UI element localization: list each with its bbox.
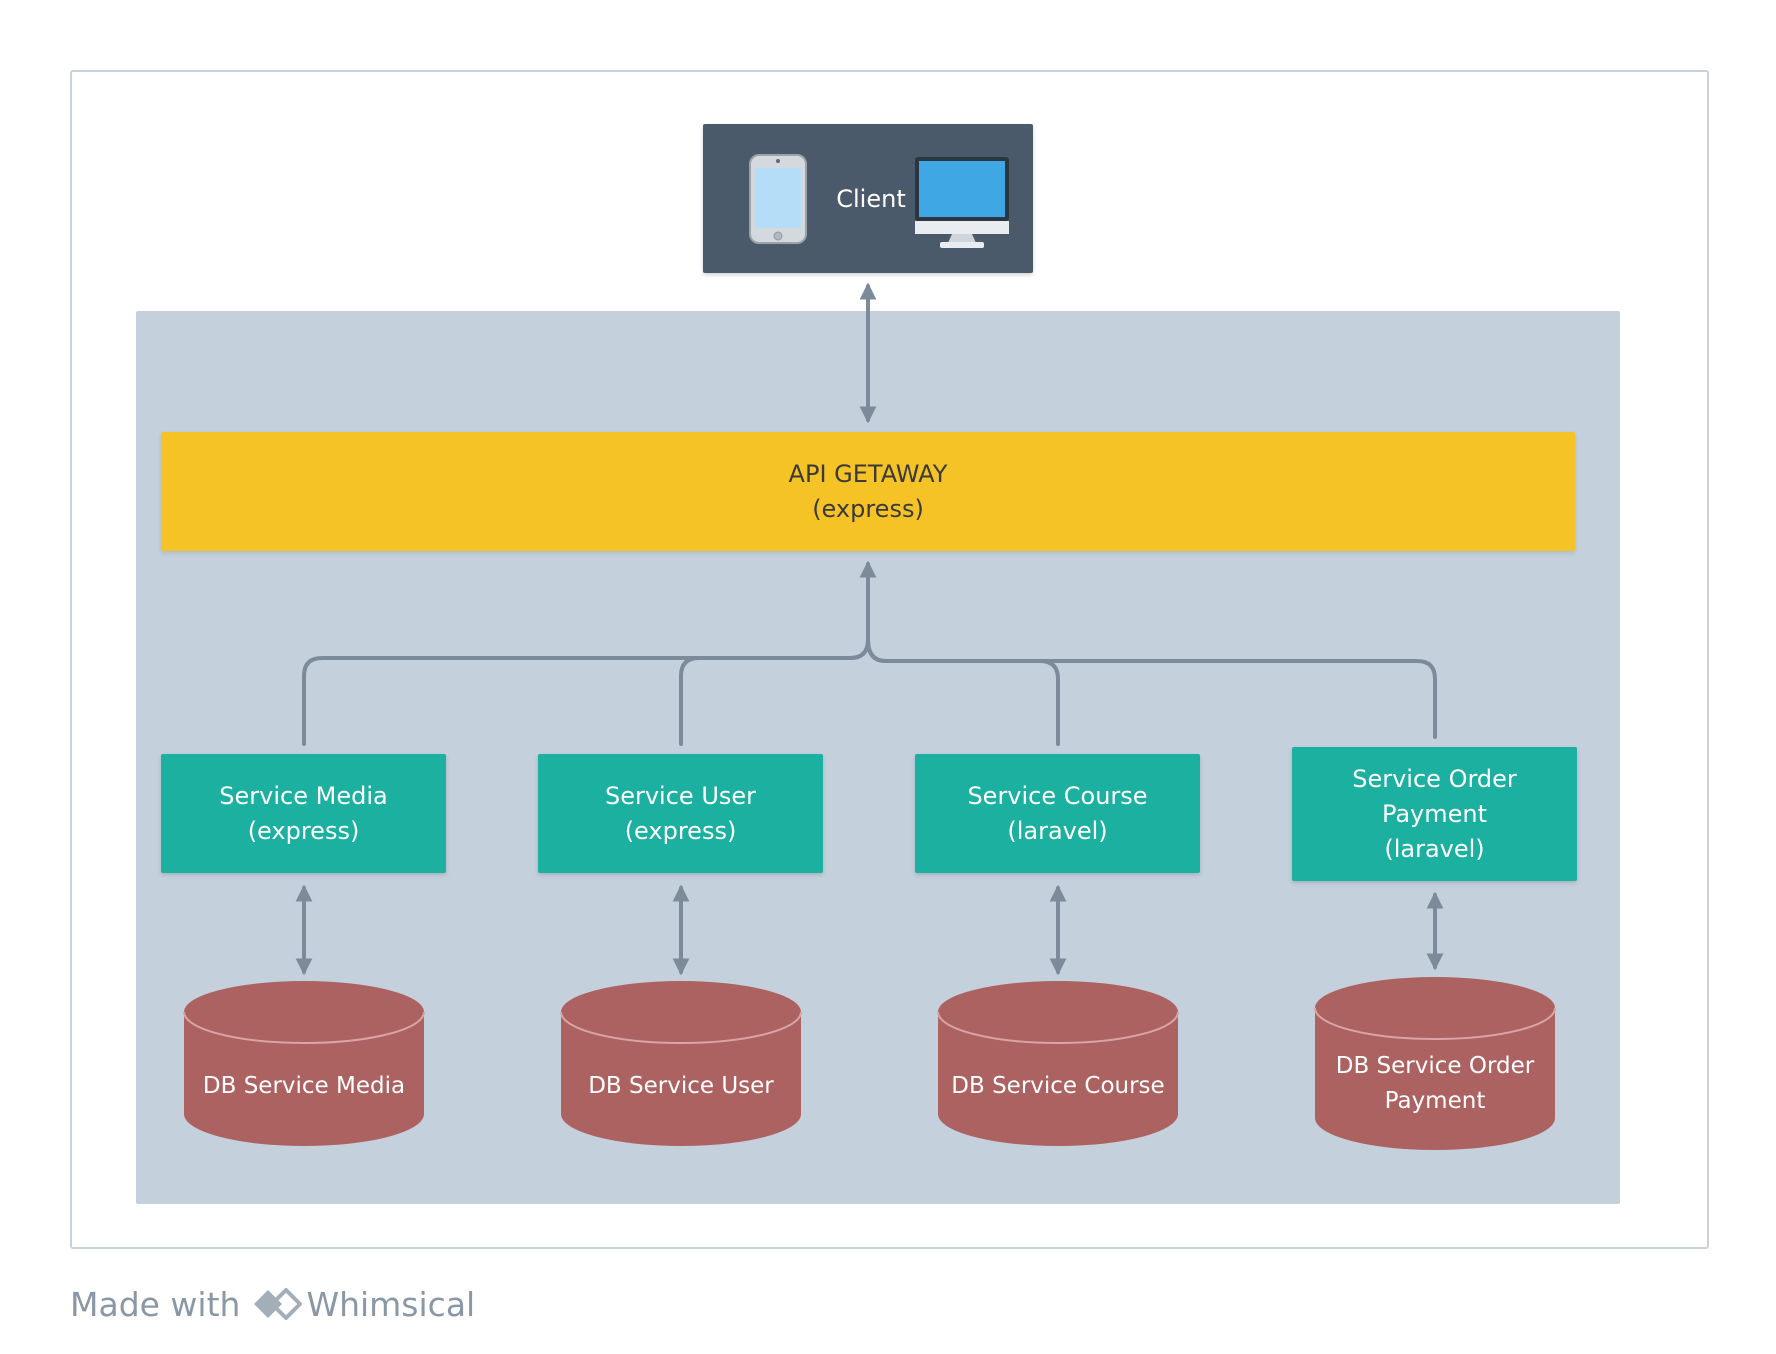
gateway-subtitle: (express) — [812, 494, 924, 523]
service-course-tech: (laravel) — [1007, 816, 1108, 845]
made-with-text: Made with — [70, 1284, 241, 1324]
db-media-label: DB Service Media — [202, 1072, 406, 1099]
service-order-payment: Service Order Payment (laravel) — [1292, 747, 1577, 881]
db-order-label-1: DB Service Order — [1335, 1053, 1535, 1079]
api-gateway: API GETAWAY (express) — [161, 432, 1575, 551]
db-order-label-2: Payment — [1384, 1088, 1486, 1114]
service-user-tech: (express) — [624, 816, 737, 845]
db-course-label: DB Service Course — [951, 1072, 1165, 1099]
service-user-name: Service User — [604, 781, 757, 810]
db-service-user: DB Service User — [560, 980, 802, 1148]
service-order-tech: (laravel) — [1384, 834, 1485, 863]
desktop-monitor-icon — [915, 157, 1009, 248]
service-media-tech: (express) — [247, 816, 360, 845]
service-order-name-2: Payment — [1381, 799, 1488, 828]
db-service-course: DB Service Course — [937, 980, 1179, 1148]
db-service-media: DB Service Media — [183, 980, 425, 1148]
whimsical-logo-icon — [254, 1288, 303, 1320]
service-course-name: Service Course — [967, 781, 1148, 810]
made-with-whimsical[interactable]: Made with Whimsical — [70, 1282, 475, 1326]
client-label: Client — [836, 184, 906, 213]
service-user: Service User (express) — [538, 754, 823, 873]
service-order-name-1: Service Order — [1352, 764, 1517, 793]
service-media-name: Service Media — [219, 781, 388, 810]
service-media: Service Media (express) — [161, 754, 446, 873]
whimsical-brand-text: Whimsical — [306, 1284, 476, 1324]
phone-icon — [749, 154, 807, 244]
db-user-label: DB Service User — [588, 1072, 774, 1099]
gateway-title: API GETAWAY — [788, 459, 948, 488]
client-box: Client — [703, 124, 1033, 273]
service-course: Service Course (laravel) — [915, 754, 1200, 873]
db-service-order-payment: DB Service Order Payment — [1314, 976, 1556, 1152]
